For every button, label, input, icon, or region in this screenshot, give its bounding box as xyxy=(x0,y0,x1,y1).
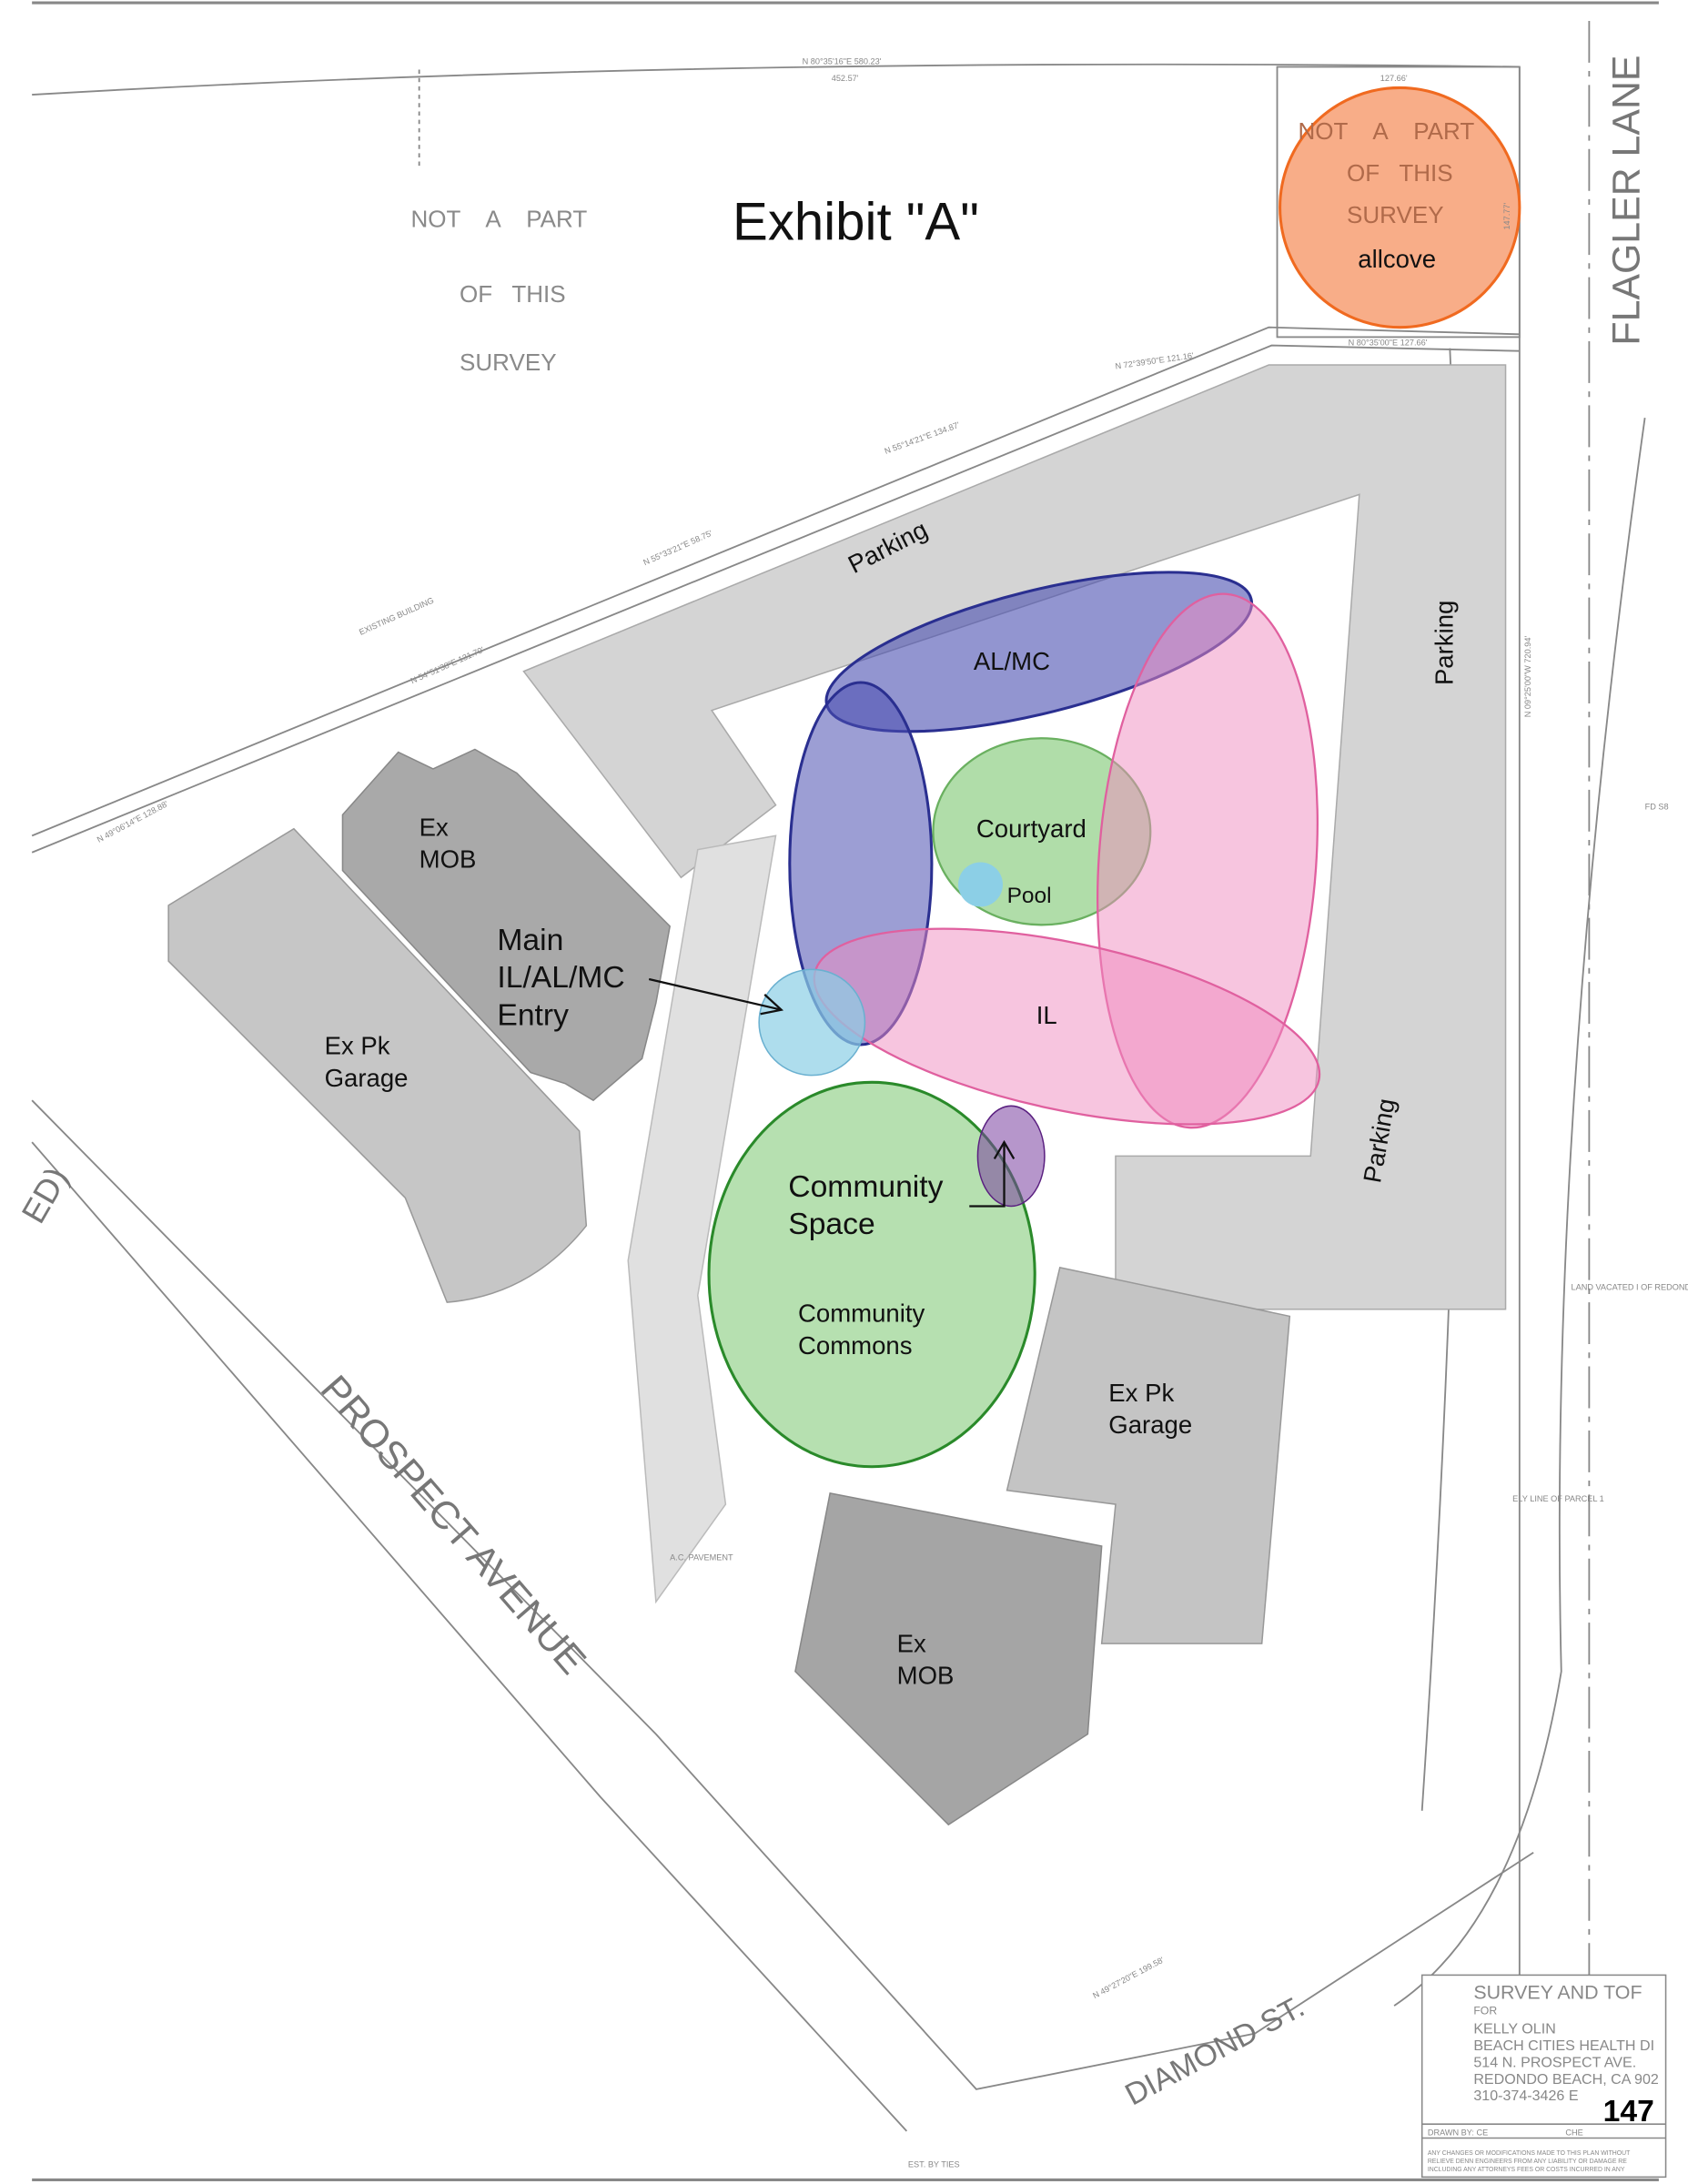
svg-text:CHE: CHE xyxy=(1565,2128,1582,2137)
svg-text:EST. BY TIES: EST. BY TIES xyxy=(908,2160,960,2169)
ex-mob-top-label-1: Ex xyxy=(419,813,449,841)
svg-text:RELIEVE DENN ENGINEERS FROM AN: RELIEVE DENN ENGINEERS FROM ANY LIABILIT… xyxy=(1428,2159,1627,2165)
ex-pk-garage-left-label-2: Garage xyxy=(325,1064,409,1092)
ex-mob-bottom-label-2: MOB xyxy=(897,1662,955,1690)
community-space-arrow xyxy=(969,1139,1016,1208)
community-commons-label-2: Commons xyxy=(798,1331,913,1360)
community-commons-label-1: Community xyxy=(798,1299,925,1328)
ex-mob-bottom-label-1: Ex xyxy=(897,1629,926,1657)
pool-label: Pool xyxy=(1007,884,1052,908)
il-label: IL xyxy=(1036,1001,1057,1029)
not-part-left: NOT A PART OF THIS SURVEY xyxy=(410,205,587,376)
svg-text:OF THIS: OF THIS xyxy=(1347,159,1453,187)
street-flagler: FLAGLER LANE xyxy=(1604,56,1648,346)
svg-text:514 N. PROSPECT AVE.: 514 N. PROSPECT AVE. xyxy=(1473,2054,1636,2070)
svg-text:BEACH CITIES HEALTH DI: BEACH CITIES HEALTH DI xyxy=(1473,2037,1654,2054)
ex-pk-garage-left xyxy=(167,827,588,1303)
pool-zone xyxy=(958,862,1003,907)
main-entry-label-3: Entry xyxy=(497,999,569,1033)
svg-text:452.57': 452.57' xyxy=(832,74,859,83)
exhibit-title: Exhibit "A" xyxy=(733,192,979,251)
svg-text:ANY CHANGES OR MODIFICATIONS M: ANY CHANGES OR MODIFICATIONS MADE TO THI… xyxy=(1428,2150,1631,2157)
svg-text:SURVEY: SURVEY xyxy=(460,349,557,376)
svg-text:N 72°39'50"E 121.16': N 72°39'50"E 121.16' xyxy=(1115,351,1195,371)
allcove-zone xyxy=(1279,86,1521,329)
main-entry-zone xyxy=(758,968,866,1077)
svg-text:SURVEY: SURVEY xyxy=(1347,201,1444,228)
main-entry-label-2: IL/AL/MC xyxy=(497,961,624,995)
parking-label-right: Parking xyxy=(1430,601,1458,685)
ex-pk-garage-right-label-1: Ex Pk xyxy=(1108,1379,1174,1407)
parking-area xyxy=(522,364,1507,1310)
svg-text:127.66': 127.66' xyxy=(1380,74,1408,83)
ex-mob-top-label-2: MOB xyxy=(419,845,477,874)
svg-text:NOT A PART: NOT A PART xyxy=(410,205,587,232)
svg-text:ELY LINE OF PARCEL 1: ELY LINE OF PARCEL 1 xyxy=(1512,1494,1604,1503)
svg-text:INCLUDING ANY ATTORNEYS FEES O: INCLUDING ANY ATTORNEYS FEES OR COSTS IN… xyxy=(1428,2167,1625,2173)
svg-text:FD S8: FD S8 xyxy=(1645,802,1669,811)
page-number: 147 xyxy=(1603,2095,1654,2128)
svg-text:FOR: FOR xyxy=(1473,2004,1497,2017)
svg-text:N 55°33'21"E 58.75': N 55°33'21"E 58.75' xyxy=(642,529,713,568)
svg-text:N 80°35'16"E 580.23': N 80°35'16"E 580.23' xyxy=(803,56,882,66)
svg-text:N 55°14'21"E 134.87': N 55°14'21"E 134.87' xyxy=(884,420,961,456)
svg-text:NOT A PART: NOT A PART xyxy=(1298,117,1474,145)
ex-mob-top xyxy=(341,748,671,1102)
svg-text:N 09°25'00"W 720.94': N 09°25'00"W 720.94' xyxy=(1523,636,1532,718)
svg-text:147.77': 147.77' xyxy=(1502,202,1511,229)
svg-text:N 54°51'38"E 131.70': N 54°51'38"E 131.70' xyxy=(409,645,486,686)
svg-text:OF THIS: OF THIS xyxy=(460,280,566,308)
ex-pk-garage-left-label-1: Ex Pk xyxy=(325,1032,390,1060)
svg-text:DRAWN BY: CE: DRAWN BY: CE xyxy=(1428,2128,1488,2137)
not-part-right: NOT A PART OF THIS SURVEY xyxy=(1298,117,1474,228)
svg-text:310-374-3426 E: 310-374-3426 E xyxy=(1473,2088,1578,2104)
courtyard-label: Courtyard xyxy=(976,814,1087,843)
svg-text:A.C. PAVEMENT: A.C. PAVEMENT xyxy=(670,1552,733,1562)
ex-pk-garage-right-label-2: Garage xyxy=(1108,1410,1192,1439)
svg-text:EXISTING BUILDING: EXISTING BUILDING xyxy=(358,596,435,637)
almc-label: AL/MC xyxy=(974,647,1050,675)
drive-area xyxy=(627,834,777,1604)
ex-mob-bottom xyxy=(794,1491,1103,1826)
svg-text:SURVEY AND TOF: SURVEY AND TOF xyxy=(1473,1981,1642,2003)
community-space-label-2: Space xyxy=(788,1208,874,1241)
community-space-label-1: Community xyxy=(788,1170,943,1204)
svg-text:N 80°35'00"E 127.66': N 80°35'00"E 127.66' xyxy=(1349,339,1428,348)
title-block: SURVEY AND TOF FOR KELLY OLIN BEACH CITI… xyxy=(1420,1974,1667,2179)
street-diamond: DIAMOND ST. xyxy=(1120,1990,1310,2113)
svg-text:LAND VACATED I OF REDONDO BE: LAND VACATED I OF REDONDO BE xyxy=(1571,1282,1688,1291)
allcove-label: allcove xyxy=(1358,245,1436,273)
entry-arrow xyxy=(648,977,784,1016)
svg-text:REDONDO BEACH, CA 902: REDONDO BEACH, CA 902 xyxy=(1473,2071,1659,2088)
svg-text:KELLY OLIN: KELLY OLIN xyxy=(1473,2021,1555,2037)
street-prospect: PROSPECT AVENUE xyxy=(312,1368,594,1684)
ex-pk-garage-right xyxy=(1006,1266,1291,1644)
street-ed: ED) xyxy=(15,1161,76,1229)
community-zone xyxy=(707,1080,1036,1469)
svg-text:N 49°27'20"E 199.58': N 49°27'20"E 199.58' xyxy=(1091,1955,1166,2000)
main-entry-label-1: Main xyxy=(497,924,563,957)
